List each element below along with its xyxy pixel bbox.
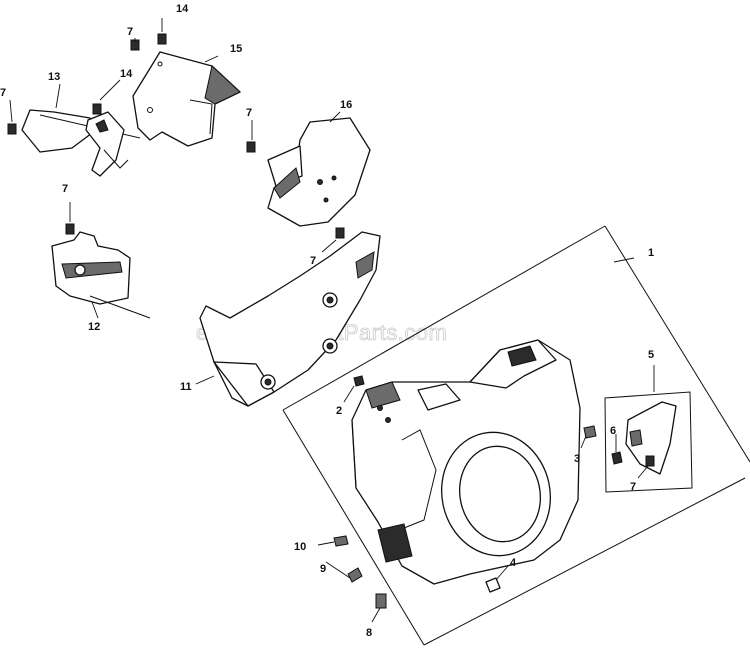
blower-housing-assembly-frame [282,225,750,646]
part-5-cover [625,401,677,475]
callout-13: 13 [48,71,60,83]
callout-15: 15 [230,43,242,55]
part-1-blower-housing [351,339,581,585]
callout-7-mid: 7 [246,107,252,119]
callout-14-left: 14 [120,68,133,80]
callout-4: 4 [510,557,517,569]
callout-14-top: 14 [176,3,189,15]
callout-5: 5 [648,349,654,361]
callout-3: 3 [574,453,580,465]
part-15-shroud-panel [132,51,241,147]
callout-16: 16 [340,99,352,111]
callout-2: 2 [336,405,342,417]
callout-labels: 14 7 15 13 14 7 16 7 7 7 1 12 5 11 2 6 3… [0,3,654,639]
part-16-side-baffle [267,117,371,227]
callout-7-center: 7 [310,255,316,267]
callout-7-right: 7 [630,481,636,493]
callout-12: 12 [88,321,100,333]
part-5-frame [604,391,693,493]
callout-7-lower-left: 7 [62,183,68,195]
callout-8: 8 [366,627,372,639]
callout-11: 11 [180,381,192,393]
callout-7-left: 7 [0,87,6,99]
part-13-bracket [21,109,141,177]
hardware [7,33,655,609]
callout-7-top: 7 [127,26,133,38]
part-11-air-guide [199,231,381,407]
callout-6: 6 [610,425,616,437]
callout-10: 10 [294,541,306,553]
leader-lines [9,18,655,623]
callout-9: 9 [320,563,326,575]
callout-1: 1 [648,247,654,259]
part-12-lower-bracket [51,231,151,319]
